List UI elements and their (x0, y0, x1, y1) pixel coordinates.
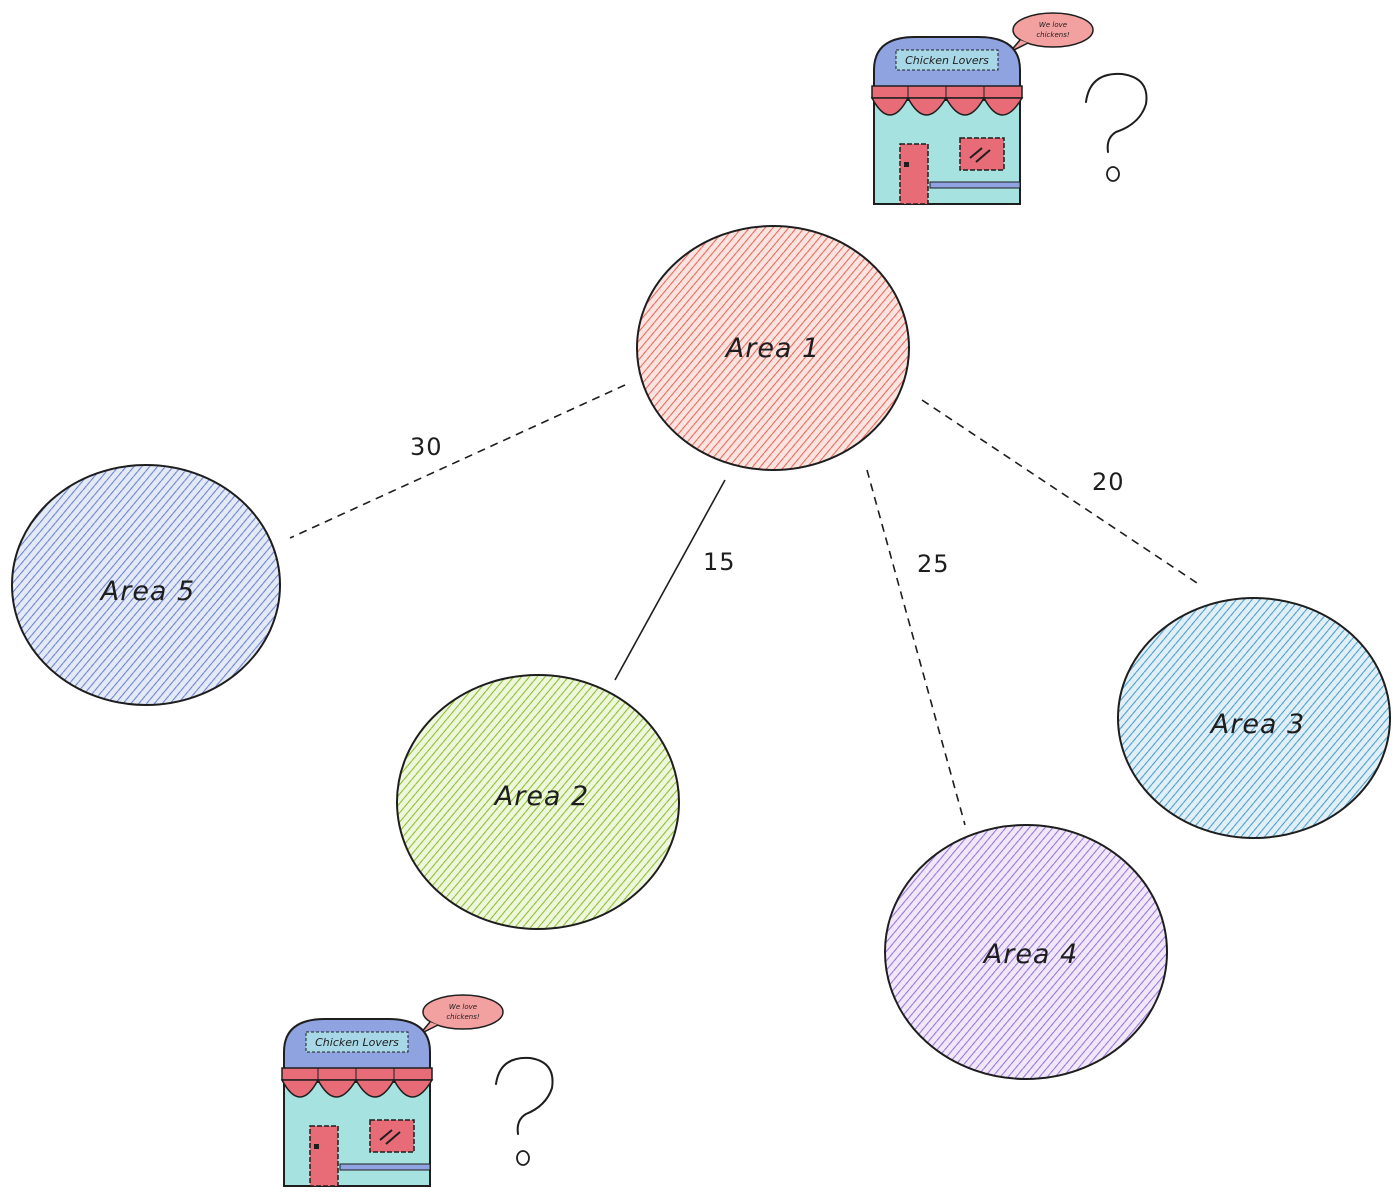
edge-weight-area1-area3: 20 (1092, 468, 1125, 496)
edge-weights: 30 15 25 20 (410, 433, 1125, 578)
store-counter (929, 181, 1021, 189)
edges-group (289, 384, 1201, 826)
speech-bubble: We love chickens! (419, 994, 504, 1035)
store-awning (280, 1067, 434, 1098)
edge-weight-area1-area5: 30 (410, 433, 443, 461)
bubble-text-line1: We love (1039, 21, 1067, 29)
node-area3[interactable]: Area 3 (1117, 597, 1391, 839)
edge-weight-area1-area4: 25 (917, 550, 950, 578)
node-label-area3: Area 3 (1209, 709, 1306, 740)
store-window (369, 1119, 415, 1153)
question-mark-icon (1085, 72, 1148, 182)
store-sign-text: Chicken Lovers (905, 54, 989, 67)
store-door (899, 143, 929, 205)
chicken-store-bottom: We love chickens! Chicken Lovers (280, 994, 504, 1187)
store-awning (870, 85, 1024, 116)
node-area1[interactable]: Area 1 (636, 225, 910, 471)
bubble-text-line1: We love (449, 1003, 477, 1011)
node-label-area1: Area 1 (724, 333, 821, 364)
edge-weight-area1-area2: 15 (703, 548, 736, 576)
store-sign (305, 1031, 409, 1053)
edge-area1-area2 (614, 479, 726, 681)
speech-bubble: We love chickens! (1009, 12, 1094, 53)
edge-area1-area3 (921, 399, 1201, 586)
node-area4[interactable]: Area 4 (884, 824, 1168, 1080)
bubble-text-line2: chickens! (1036, 31, 1070, 39)
edge-area1-area4 (866, 469, 966, 826)
store-sign-text: Chicken Lovers (315, 1036, 399, 1049)
node-label-area5: Area 5 (99, 576, 196, 607)
store-sign (895, 49, 999, 71)
store-window (959, 137, 1005, 171)
node-area2[interactable]: Area 2 (396, 674, 680, 930)
bubble-text-line2: chickens! (446, 1013, 480, 1021)
chicken-store-top: We love chickens! Chicken Lovers (870, 12, 1094, 205)
node-area5[interactable]: Area 5 (11, 464, 281, 706)
store-door (309, 1125, 339, 1187)
node-label-area4: Area 4 (982, 939, 1079, 970)
node-label-area2: Area 2 (493, 781, 590, 812)
question-mark-icon (495, 1056, 554, 1166)
store-counter (339, 1163, 431, 1171)
edge-area1-area5 (289, 384, 626, 539)
